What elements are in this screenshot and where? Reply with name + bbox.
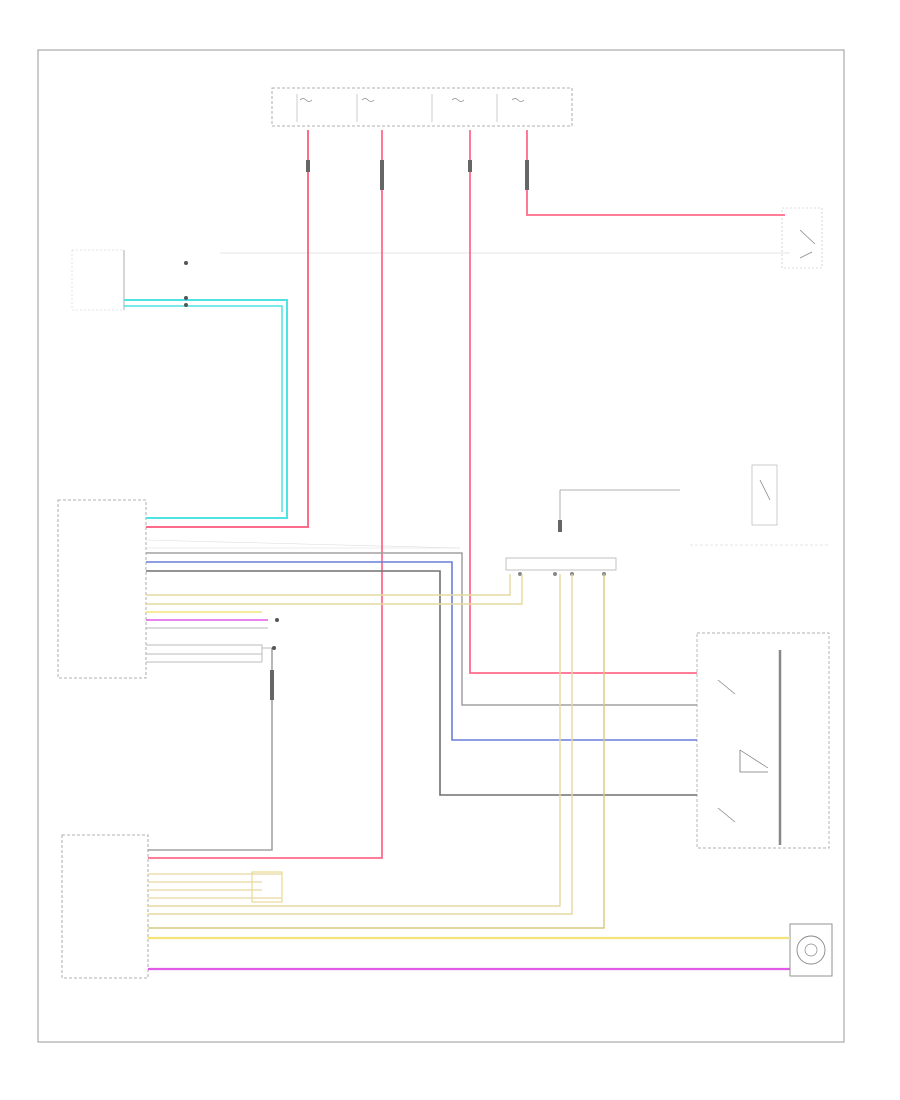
wire-dark <box>146 570 697 796</box>
connector-marks <box>270 160 562 700</box>
sensor-icon <box>796 935 826 965</box>
wire-tan-3 <box>148 574 573 915</box>
speed-sensor <box>789 923 833 977</box>
fuse-icon <box>299 98 525 102</box>
switch-icon <box>717 807 736 823</box>
wire-red-3 <box>469 130 697 674</box>
wire-red-2 <box>148 130 383 859</box>
splice-block <box>505 489 680 576</box>
wire-tan-1 <box>146 574 511 596</box>
wire-tan-4 <box>148 574 561 907</box>
ground-dots <box>184 261 279 650</box>
gear-switch <box>690 464 830 546</box>
wire-blue <box>146 561 697 741</box>
wire-red-1 <box>146 130 309 528</box>
wire-tan-2 <box>146 574 523 605</box>
ecm-module <box>57 499 461 679</box>
switch-icon <box>799 229 816 245</box>
switch-icon <box>717 679 736 695</box>
fuse-block <box>271 87 573 127</box>
brake-switch <box>220 207 823 269</box>
body-module <box>71 249 125 311</box>
wire-tan-5 <box>148 574 605 929</box>
wire-gray <box>146 552 697 706</box>
wire-red-4 <box>526 130 785 216</box>
solenoid-block <box>696 632 830 849</box>
diagram-border <box>37 49 845 1043</box>
wire-cyan <box>124 299 288 519</box>
